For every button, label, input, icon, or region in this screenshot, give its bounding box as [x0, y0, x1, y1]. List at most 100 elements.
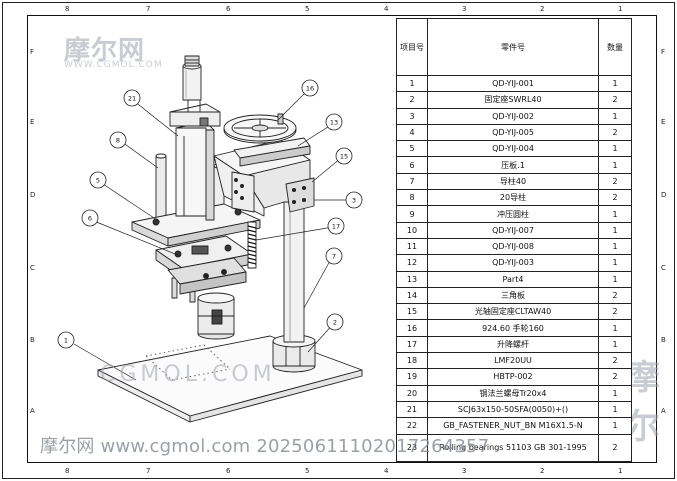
zone-right-B: B — [661, 336, 666, 344]
balloon-label: 16 — [306, 85, 314, 93]
bom-part-no: 固定座SWRL40 — [427, 91, 599, 109]
zone-left-A: A — [30, 407, 35, 415]
bom-item-no: 12 — [396, 254, 428, 272]
balloon-label: 1 — [64, 337, 68, 345]
bom-qty: 2 — [598, 433, 632, 462]
balloon-label: 8 — [116, 137, 120, 145]
bom-qty: 1 — [598, 221, 632, 239]
zone-top-4: 4 — [384, 5, 389, 13]
bom-item-no: 2 — [396, 91, 428, 109]
bom-part-no: 导柱40 — [427, 172, 599, 191]
balloon-label: 7 — [332, 253, 336, 261]
zone-left-E: E — [30, 118, 35, 126]
bom-part-no: QD-YIJ-003 — [427, 254, 599, 272]
bom-qty: 2 — [598, 303, 632, 321]
bom-part-no: QD-YIJ-008 — [427, 237, 599, 256]
bom-item-no: 3 — [396, 107, 428, 125]
zone-left-B: B — [30, 336, 35, 344]
bom-item-no: 6 — [396, 156, 428, 174]
zone-top-2: 2 — [540, 5, 545, 13]
base-plate — [97, 335, 363, 423]
bom-qty: 1 — [598, 107, 632, 125]
bom-item-no: 1 — [396, 74, 428, 93]
bom-qty: 1 — [598, 254, 632, 272]
bom-item-no: 10 — [396, 221, 428, 239]
bom-part-no: GB_FASTENER_NUT_BN M16X1.5-N — [427, 417, 599, 435]
zone-bottom-6: 6 — [226, 467, 231, 475]
bom-item-no: 15 — [396, 303, 428, 321]
bom-qty: 1 — [598, 270, 632, 288]
bom-part-no: 924.60 手轮160 — [427, 319, 599, 337]
bom-item-no: 4 — [396, 123, 428, 142]
zone-right-C: C — [661, 264, 666, 272]
bom-item-no: 9 — [396, 205, 428, 223]
bom-qty: 1 — [598, 400, 632, 419]
zone-bottom-8: 8 — [65, 467, 70, 475]
bom-qty: 2 — [598, 189, 632, 207]
cylinder-rod — [182, 55, 202, 101]
zone-right-D: D — [661, 191, 667, 199]
bom-qty: 1 — [598, 156, 632, 174]
bom-item-no: 18 — [396, 352, 428, 370]
bom-header-part-no: 零件号 — [427, 18, 599, 76]
zone-top-3: 3 — [462, 5, 467, 13]
lifting-arm — [233, 137, 311, 167]
bom-item-no: 20 — [396, 384, 428, 402]
assembly-drawing: 1 2 3 5 6 7 8 13 15 16 17 21 — [57, 55, 363, 423]
bom-qty: 1 — [598, 319, 632, 337]
bom-header-item-no: 项目号 — [396, 18, 428, 76]
zone-bottom-4: 4 — [384, 467, 389, 475]
bom-qty: 1 — [598, 335, 632, 354]
bom-qty: 2 — [598, 352, 632, 370]
zone-top-8: 8 — [65, 5, 70, 13]
bom-qty: 2 — [598, 172, 632, 191]
bom-header-qty: 数量 — [598, 18, 632, 76]
bom-part-no: QD-YIJ-001 — [427, 74, 599, 93]
zone-left-F: F — [30, 48, 35, 56]
base-hole-pattern — [145, 344, 231, 381]
bom-qty: 2 — [598, 286, 632, 305]
bom-part-no: SCJ63x150-50SFA(0050)+() — [427, 400, 599, 419]
bom-item-no: 8 — [396, 189, 428, 207]
bom-qty: 2 — [598, 123, 632, 142]
bom-qty: 1 — [598, 417, 632, 435]
bom-item-no: 16 — [396, 319, 428, 337]
bom-qty: 1 — [598, 140, 632, 158]
watermark-footer: 摩尔网 www.cgmol.com 20250611102017264357 — [40, 436, 490, 457]
bom-part-no: QD-YIJ-005 — [427, 123, 599, 142]
column-right — [283, 201, 305, 343]
bom-part-no: QD-YIJ-007 — [427, 221, 599, 239]
balloon-label: 5 — [96, 177, 100, 185]
bom-item-no: 13 — [396, 270, 428, 288]
zone-bottom-5: 5 — [305, 467, 310, 475]
drawing-border-inner — [27, 15, 657, 463]
balloon-label: 17 — [332, 223, 340, 231]
balloon-label: 2 — [333, 319, 337, 327]
bom-item-no: 5 — [396, 140, 428, 158]
balloon-label: 21 — [128, 95, 136, 103]
bom-qty: 1 — [598, 74, 632, 93]
zone-bottom-3: 3 — [462, 467, 467, 475]
zone-left-D: D — [30, 191, 36, 199]
balloon-label: 6 — [88, 215, 92, 223]
bom-part-no: QD-YIJ-004 — [427, 140, 599, 158]
zone-top-1: 1 — [618, 5, 623, 13]
